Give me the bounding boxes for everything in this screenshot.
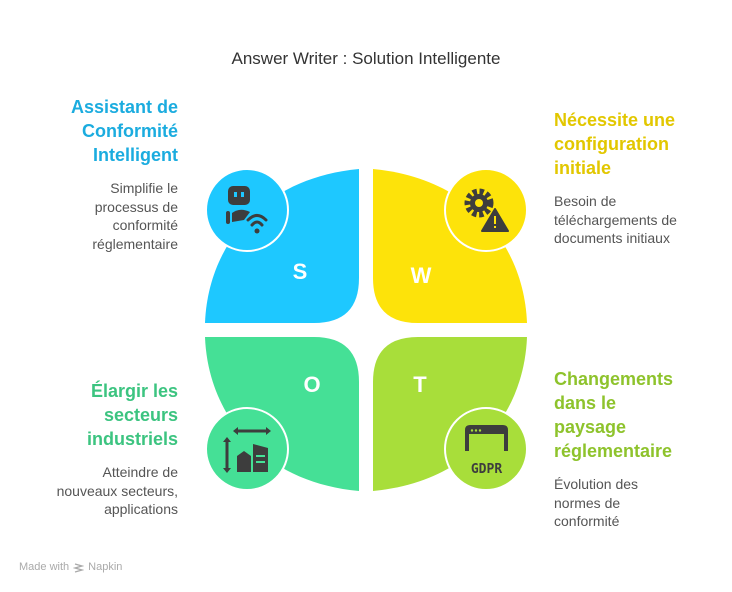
strengths-desc-line: processus de <box>94 198 178 215</box>
strengths-quadrant <box>205 169 359 323</box>
weaknesses-heading-line: Nécessite une <box>554 110 676 130</box>
opportunities-desc-line: nouveaux secteurs, <box>56 482 178 499</box>
napkin-brand: Napkin <box>88 561 123 573</box>
threats-heading-line: Changements <box>554 369 674 389</box>
threats-desc-line: Évolution des <box>554 476 639 492</box>
threats-text: Changements dans le paysage réglementair… <box>554 367 673 531</box>
opportunities-heading-line: Élargir les <box>90 381 178 401</box>
napkin-logo-icon <box>73 562 85 573</box>
opportunities-desc-line: applications <box>104 501 178 517</box>
svg-text:GDPR: GDPR <box>471 462 502 477</box>
strengths-heading-line: Conformité <box>82 121 178 141</box>
strengths-desc-line: réglementaire <box>92 235 178 252</box>
letter-w: W <box>411 263 432 288</box>
weaknesses-heading-line: initiale <box>554 158 612 178</box>
weaknesses-desc-line: documents initiaux <box>554 230 670 246</box>
gdpr-browser-icon: GDPR <box>444 407 528 491</box>
opportunities-heading-line: secteurs <box>103 405 178 425</box>
threats-desc-line: normes de <box>554 494 621 511</box>
made-with-label: Made with <box>19 561 70 573</box>
threats-quadrant <box>373 337 527 491</box>
gear-warning-icon <box>444 168 528 252</box>
opportunities-heading-line: industriels <box>86 429 178 449</box>
letter-t: T <box>413 372 427 397</box>
robot-wifi-icon <box>205 168 289 252</box>
weaknesses-desc-line: Besoin de <box>554 193 617 209</box>
opportunities-text: Élargir les secteurs industriels Atteind… <box>57 379 178 519</box>
diagram-title: Answer Writer : Solution Intelligente <box>231 49 501 68</box>
threats-heading-line: dans le <box>554 393 617 413</box>
napkin-watermark: Made with Napkin <box>19 561 122 573</box>
strengths-desc-line: conformité <box>112 217 178 233</box>
opportunities-desc-line: Atteindre de <box>102 464 179 480</box>
letter-s: S <box>293 259 308 284</box>
weaknesses-heading-line: configuration <box>554 134 669 154</box>
strengths-desc-line: Simplifie le <box>110 180 178 196</box>
strengths-heading-line: Intelligent <box>93 145 178 165</box>
opportunities-quadrant <box>205 337 359 491</box>
threats-desc-line: conformité <box>554 513 620 529</box>
buildings-expand-icon <box>205 407 289 491</box>
weaknesses-text: Nécessite une configuration initiale Bes… <box>554 108 677 248</box>
threats-heading-line: paysage <box>554 417 627 437</box>
threats-heading-line: réglementaire <box>554 441 673 461</box>
strengths-text: Assistant de Conformité Intelligent Simp… <box>71 95 178 253</box>
letter-o: O <box>303 372 320 397</box>
weaknesses-desc-line: téléchargements de <box>554 211 677 228</box>
weaknesses-quadrant <box>373 169 527 323</box>
strengths-heading-line: Assistant de <box>70 97 178 117</box>
